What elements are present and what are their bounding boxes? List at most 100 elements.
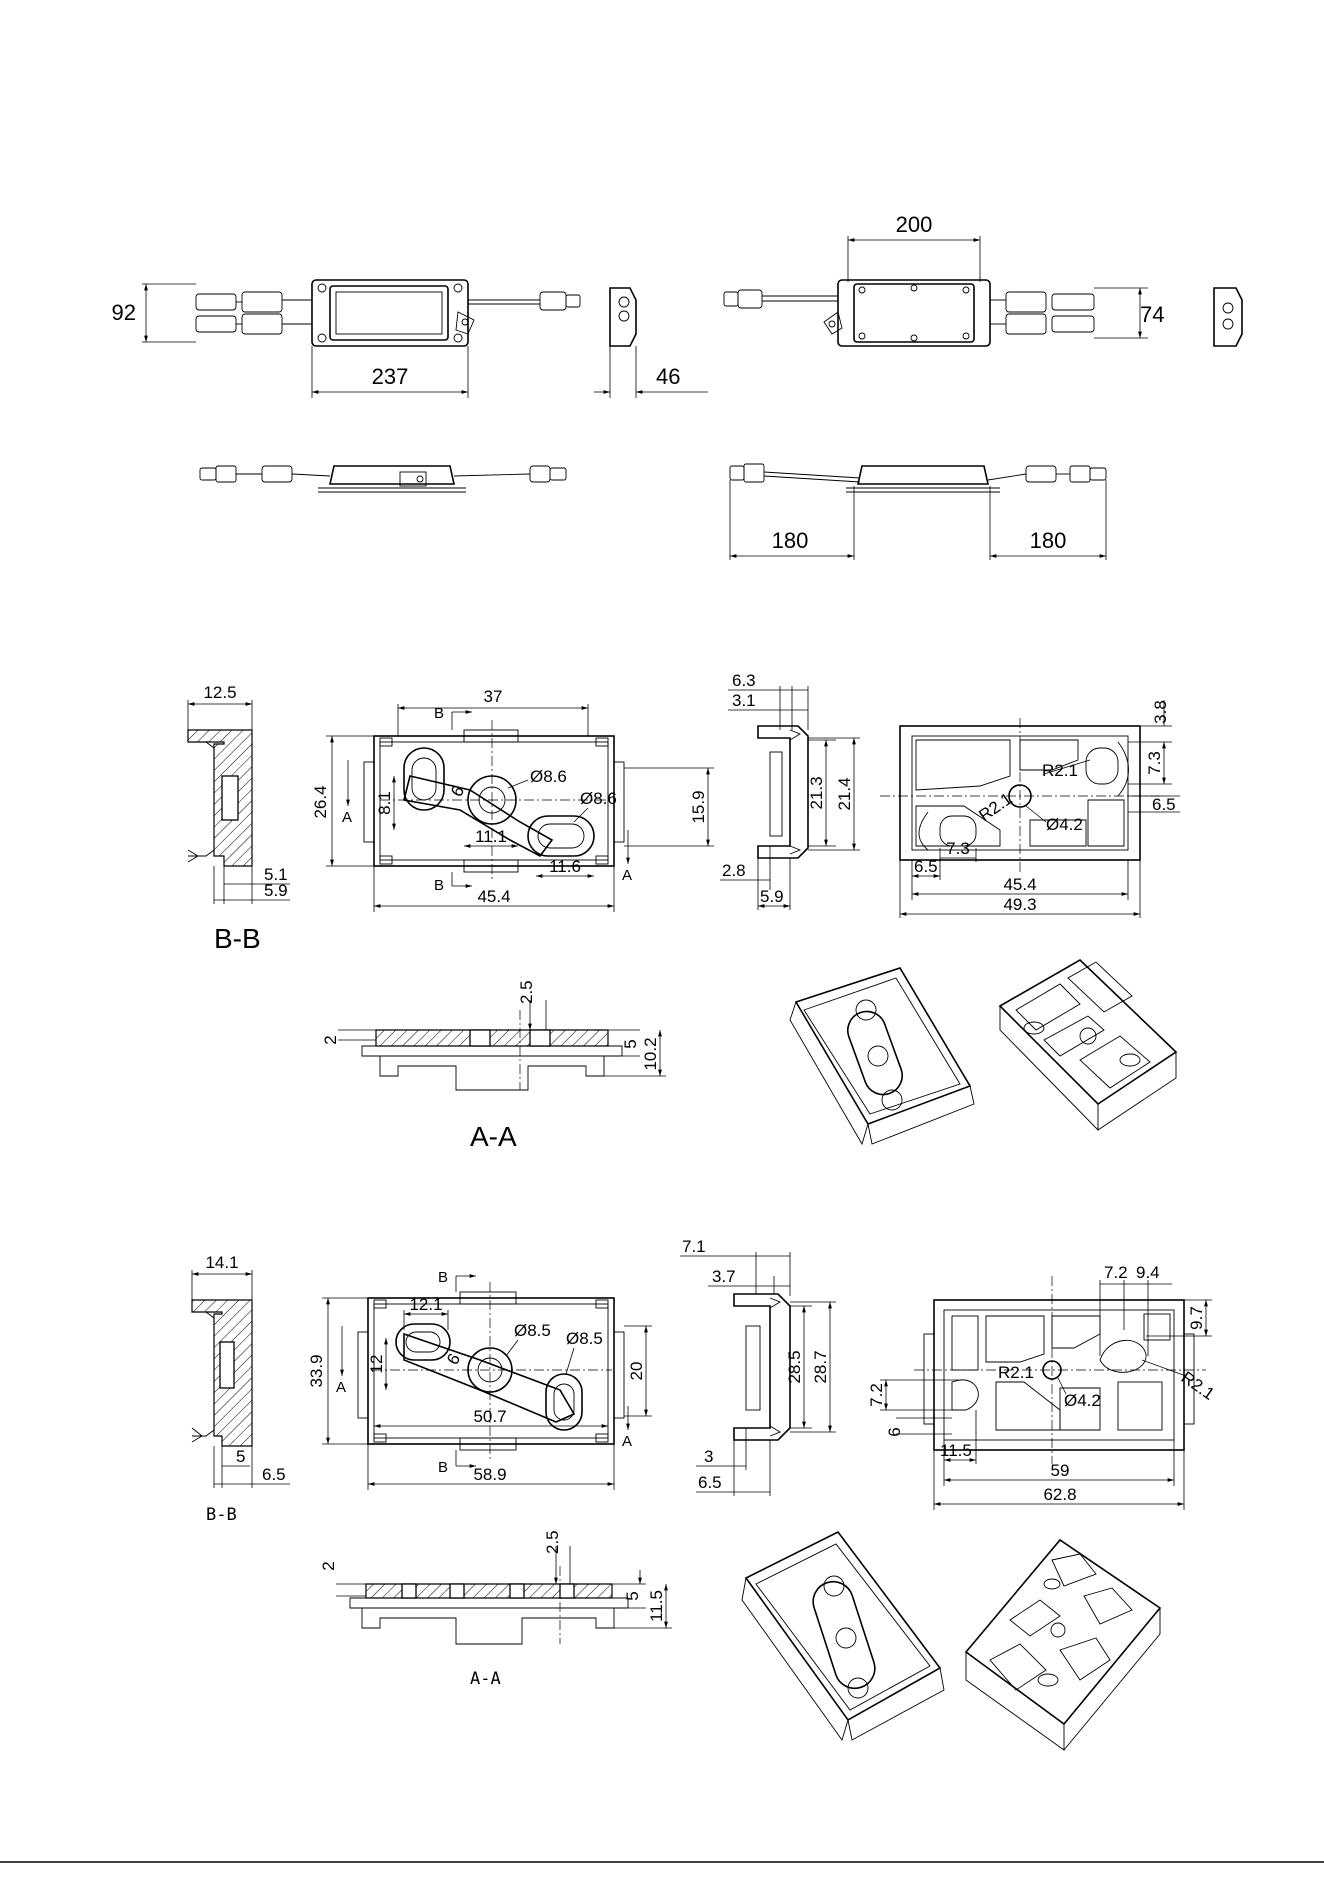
dim-8-1: 8.1 xyxy=(375,791,394,815)
dim-26-4: 26.4 xyxy=(311,785,330,818)
bracket2-section-bb: 14.1 5 6.5 B-B xyxy=(191,1253,290,1525)
dim-49-3: 49.3 xyxy=(1003,895,1036,914)
dim-62-8: 62.8 xyxy=(1043,1485,1076,1504)
dim-5-1: 5.1 xyxy=(264,865,288,884)
cut-a-left: A xyxy=(342,809,352,826)
bracket1-isometric-views xyxy=(789,959,1178,1146)
dim-74: 74 xyxy=(1140,302,1164,327)
bracket2-isometric-views xyxy=(741,1530,1162,1751)
bracket2-end-view: 7.1 3.7 28.5 28.7 3 6.5 xyxy=(680,1237,836,1496)
dim-28-7: 28.7 xyxy=(811,1350,830,1383)
dim-5-sec1: 5 xyxy=(621,1039,640,1048)
bracket1-end-view: 6.3 3.1 21.3 21.4 2.8 5.9 xyxy=(720,671,860,910)
junction-box-side-view: 46 xyxy=(594,287,708,398)
dim-5-9-end: 5.9 xyxy=(760,887,784,906)
dim-180-left: 180 xyxy=(772,528,809,553)
dim-12-b2: 12 xyxy=(367,1355,386,1374)
dim-2-5-sec2: 2.5 xyxy=(543,1530,562,1554)
dim-15-9: 15.9 xyxy=(689,790,708,823)
dim-21-4: 21.4 xyxy=(835,777,854,810)
dim-7-3-b: 7.3 xyxy=(946,839,970,858)
dim-58-9: 58.9 xyxy=(473,1465,506,1484)
dim-6-3: 6.3 xyxy=(732,671,756,690)
dim-7-2-b: 7.2 xyxy=(867,1383,886,1407)
cut-b-top: B xyxy=(434,705,444,722)
dim-11-5-sec2: 11.5 xyxy=(647,1590,666,1622)
dim-7-1: 7.1 xyxy=(682,1237,706,1256)
dim-6: 6 xyxy=(447,782,468,800)
dim-92: 92 xyxy=(112,300,136,325)
dim-11-6: 11.6 xyxy=(549,857,581,876)
dim-46: 46 xyxy=(656,364,680,389)
dim-45-4-back: 45.4 xyxy=(1003,875,1036,894)
dia-4-2: Ø4.2 xyxy=(1046,815,1083,834)
bracket1-section-aa: 2.5 2 5 10.2 A-A xyxy=(321,980,666,1152)
dim-6-back2: 6 xyxy=(885,1427,904,1436)
dim-45-4: 45.4 xyxy=(477,887,510,906)
dim-21-3: 21.3 xyxy=(807,776,826,809)
section-label-aa-2: A-A xyxy=(470,1669,501,1689)
bracket2-section-aa: 2 2.5 5 11.5 A-A xyxy=(319,1530,672,1689)
dim-3-8: 3.8 xyxy=(1151,700,1170,724)
dim-2-5-sec1: 2.5 xyxy=(517,980,536,1004)
dim-10-2: 10.2 xyxy=(641,1037,660,1070)
dim-5-9: 5.9 xyxy=(264,881,288,900)
dia-8-6-a: Ø8.6 xyxy=(530,767,567,786)
dim-14-1: 14.1 xyxy=(205,1253,238,1272)
junction-box-side-elevation-left xyxy=(199,465,567,493)
dia-8-5-a: Ø8.5 xyxy=(514,1321,551,1340)
dim-5-sec2: 5 xyxy=(623,1591,642,1600)
bracket1-front-view: 37 26.4 8.1 6 Ø8.6 Ø8.6 15.9 11.1 11.6 4… xyxy=(311,687,714,912)
bracket2-back-view: 7.2 9.4 9.7 R2.1 R2.1 Ø4.2 7.2 6 11.5 59… xyxy=(867,1263,1218,1510)
junction-box-side-elevation-right: 180 180 xyxy=(729,463,1107,560)
dim-6-5-b2: 6.5 xyxy=(262,1465,286,1484)
dim-2-8: 2.8 xyxy=(722,861,746,880)
dim-33-9: 33.9 xyxy=(307,1354,326,1387)
junction-box-top-view: 92 237 xyxy=(112,279,581,398)
bracket2-front-view: 12.1 33.9 12 6 Ø8.5 Ø8.5 20 50.7 58.9 B … xyxy=(307,1269,652,1490)
dia-4-2-b2: Ø4.2 xyxy=(1064,1391,1101,1410)
dia-8-5-b: Ø8.5 xyxy=(566,1329,603,1348)
dim-7-2-a: 7.2 xyxy=(1104,1263,1128,1282)
dim-6-5-a: 6.5 xyxy=(1152,795,1176,814)
dim-28-5: 28.5 xyxy=(785,1350,804,1383)
cut-b-top-2: B xyxy=(438,1269,448,1286)
radius-2-1-a: R2.1 xyxy=(1042,761,1078,780)
bracket1-back-view: 3.8 7.3 R2.1 R2.1 Ø4.2 6.5 7.3 6.5 45.4 … xyxy=(880,700,1180,918)
dim-9-4: 9.4 xyxy=(1136,1263,1160,1282)
dim-3-b2: 3 xyxy=(704,1447,713,1466)
junction-box-bottom-view: 200 74 xyxy=(723,212,1243,347)
cut-a-left-2: A xyxy=(336,1379,346,1396)
bracket1-section-bb: 12.5 5.1 5.9 B-B xyxy=(187,683,290,954)
dim-20: 20 xyxy=(627,1362,646,1381)
section-label-bb-1: B-B xyxy=(214,923,261,954)
dim-12-1: 12.1 xyxy=(409,1295,442,1314)
dim-9-7: 9.7 xyxy=(1187,1306,1206,1330)
dim-237: 237 xyxy=(372,364,409,389)
dim-5-b2: 5 xyxy=(236,1447,245,1466)
dim-50-7: 50.7 xyxy=(473,1407,506,1426)
dim-2-sec1: 2 xyxy=(321,1035,340,1044)
section-label-aa-1: A-A xyxy=(470,1121,517,1152)
dim-12-5: 12.5 xyxy=(203,683,236,702)
cut-a-right-2: A xyxy=(622,1433,632,1450)
dim-11-1: 11.1 xyxy=(475,827,507,846)
dim-3-7: 3.7 xyxy=(712,1267,736,1286)
dim-2-sec2: 2 xyxy=(319,1561,338,1570)
dim-6-5-b: 6.5 xyxy=(914,857,938,876)
dim-3-1: 3.1 xyxy=(732,691,756,710)
radius-2-1-c: R2.1 xyxy=(998,1363,1034,1382)
dim-59: 59 xyxy=(1051,1461,1070,1480)
cut-b-bottom-2: B xyxy=(438,1459,448,1476)
dia-8-6-b: Ø8.6 xyxy=(580,789,617,808)
dim-37: 37 xyxy=(484,687,503,706)
dim-6-5-end2: 6.5 xyxy=(698,1473,722,1492)
cut-a-right: A xyxy=(622,867,632,884)
cut-b-bottom: B xyxy=(434,877,444,894)
dim-11-5: 11.5 xyxy=(940,1441,972,1460)
dim-7-3-a: 7.3 xyxy=(1145,751,1164,775)
dim-180-right: 180 xyxy=(1030,528,1067,553)
section-label-bb-2: B-B xyxy=(206,1505,237,1525)
